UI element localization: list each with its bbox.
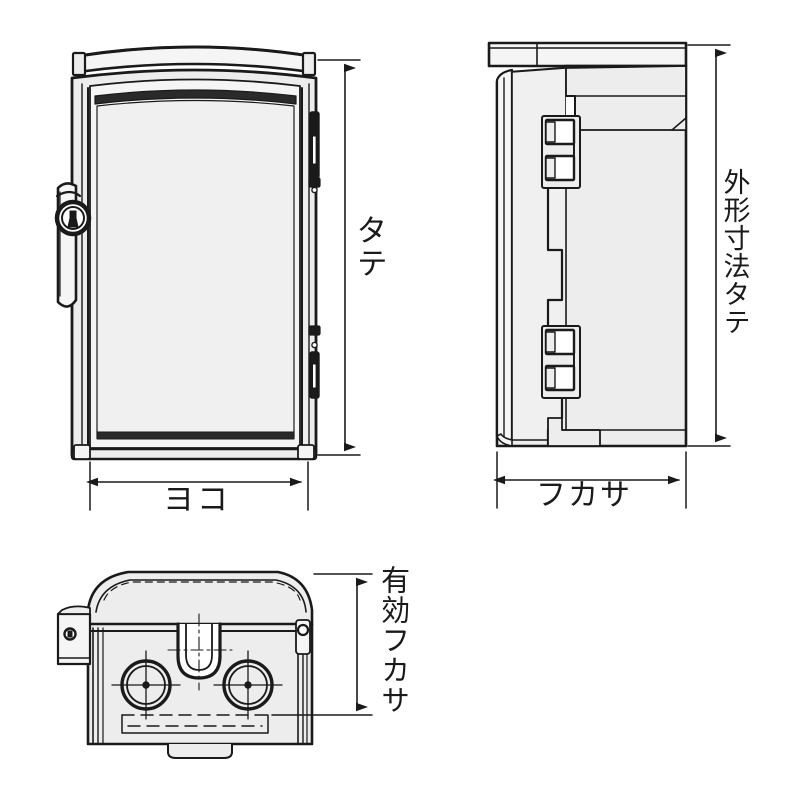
- dim-tate: [317, 59, 361, 456]
- dimension-label-fukasa: フカサ: [536, 478, 632, 513]
- dimension-label-yoko: ヨコ: [163, 482, 231, 518]
- hinge-lower-side: [541, 325, 581, 399]
- dim-fukasa: [493, 451, 687, 509]
- bottom-view: [56, 570, 314, 759]
- front-view: [54, 45, 321, 461]
- dim-gaikei-sunpou-tate: [687, 44, 731, 447]
- hinge-upper-side: [541, 115, 581, 189]
- dimension-label-gaikei-sunpou-tate: 外形寸法タテ: [718, 168, 750, 336]
- dimension-label-tate: タテ: [350, 214, 387, 280]
- dimension-label-yuko-fukasa: 有効フカサ: [376, 565, 411, 715]
- side-view: [487, 41, 688, 448]
- hinge-upper-front: [308, 111, 321, 194]
- cable-slot: [167, 613, 233, 691]
- hinge-tab-bottom: [295, 619, 311, 655]
- knockout-hole-right: [213, 650, 283, 720]
- dim-yoko: [86, 461, 309, 511]
- knockout-hole-left: [111, 650, 181, 720]
- dim-yuko-fukasa: [271, 573, 373, 716]
- hinge-lower-front: [308, 325, 321, 399]
- lock-handle: [54, 182, 92, 308]
- lock-tab-bottom: [56, 605, 92, 666]
